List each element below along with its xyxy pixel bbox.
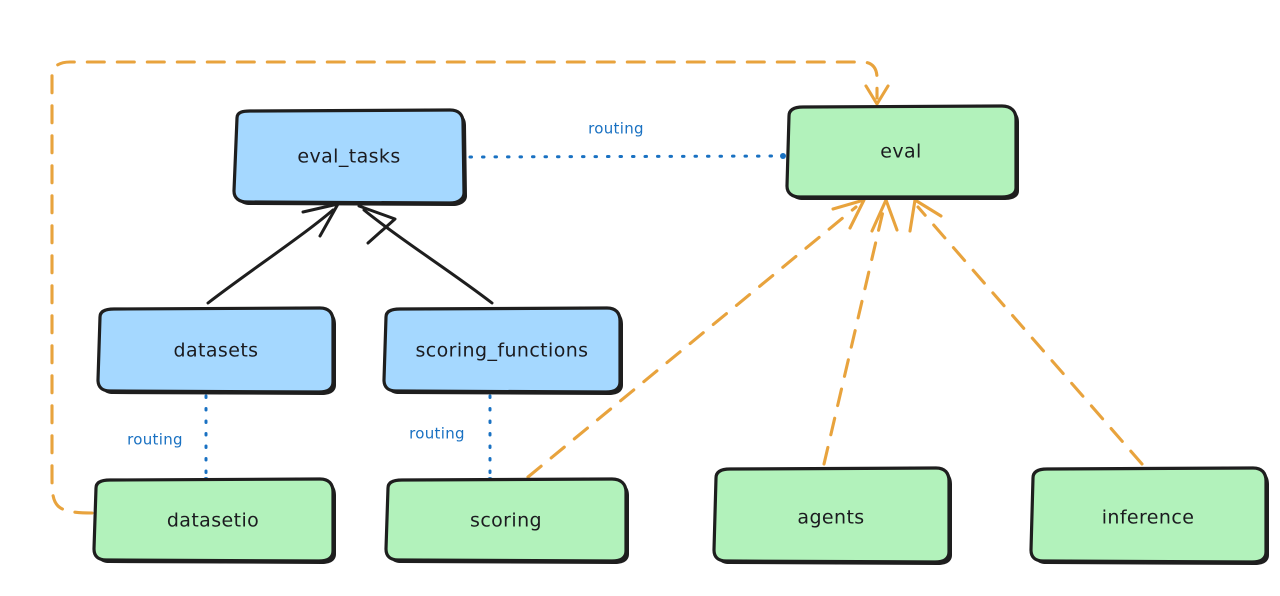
node-agents-label: agents bbox=[797, 507, 864, 529]
node-scoring-label: scoring bbox=[470, 510, 542, 532]
node-datasets-label: datasets bbox=[174, 340, 259, 362]
node-eval[interactable]: eval bbox=[785, 104, 1019, 200]
arrowhead-scoringfn-evaltasks bbox=[357, 204, 397, 245]
composition-edges bbox=[206, 202, 494, 305]
edge-path-inference-eval bbox=[916, 205, 1144, 466]
edge-path-agents-eval bbox=[822, 205, 886, 466]
node-scoring-box[interactable] bbox=[384, 477, 628, 563]
edge-agents-to-eval bbox=[822, 198, 899, 466]
arrowhead-datasetio-eval bbox=[864, 84, 890, 106]
edge-endpoint-eval bbox=[780, 153, 786, 159]
node-inference[interactable]: inference bbox=[1029, 466, 1269, 565]
node-eval-tasks-box[interactable] bbox=[232, 108, 466, 205]
node-eval-label: eval bbox=[880, 141, 921, 163]
node-eval-tasks[interactable]: eval_tasks bbox=[232, 108, 467, 206]
node-datasets[interactable]: datasets bbox=[96, 306, 336, 395]
node-scoring[interactable]: scoring bbox=[384, 477, 629, 564]
node-datasetio-box[interactable] bbox=[92, 477, 335, 563]
arrowhead-agents-eval bbox=[870, 198, 899, 233]
edge-path-scoringfn-evaltasks bbox=[362, 208, 494, 305]
node-datasets-box[interactable] bbox=[96, 306, 335, 394]
edge-path-datasets-evaltasks bbox=[206, 208, 335, 305]
edge-datasetio-to-eval bbox=[50, 60, 890, 515]
node-datasetio[interactable]: datasetio bbox=[92, 477, 336, 564]
node-scoring-functions-label: scoring_functions bbox=[416, 340, 589, 362]
node-agents[interactable]: agents bbox=[712, 466, 952, 565]
node-agents-box[interactable] bbox=[712, 466, 951, 564]
node-eval-box[interactable] bbox=[785, 104, 1018, 199]
edge-inference-to-eval bbox=[908, 198, 1144, 466]
edge-path-evaltasks-eval bbox=[468, 154, 785, 159]
edge-datasets-to-eval-tasks bbox=[206, 202, 340, 305]
edge-scoringfunctions-to-eval-tasks bbox=[357, 204, 494, 305]
node-datasetio-label: datasetio bbox=[167, 510, 259, 532]
edge-label-routing-scoring: routing bbox=[409, 425, 465, 443]
edge-path-datasetio-eval bbox=[50, 60, 879, 515]
node-scoring-functions-box[interactable] bbox=[382, 306, 622, 394]
edge-label-group: routing routing routing bbox=[127, 120, 644, 449]
node-scoring-functions[interactable]: scoring_functions bbox=[382, 306, 623, 395]
node-inference-label: inference bbox=[1102, 507, 1195, 529]
edge-label-routing-datasetio: routing bbox=[127, 431, 183, 449]
edge-path-scoring-eval bbox=[526, 205, 858, 479]
node-eval-tasks-label: eval_tasks bbox=[297, 146, 400, 168]
edge-label-routing-eval: routing bbox=[588, 120, 644, 138]
node-inference-box[interactable] bbox=[1029, 466, 1268, 564]
